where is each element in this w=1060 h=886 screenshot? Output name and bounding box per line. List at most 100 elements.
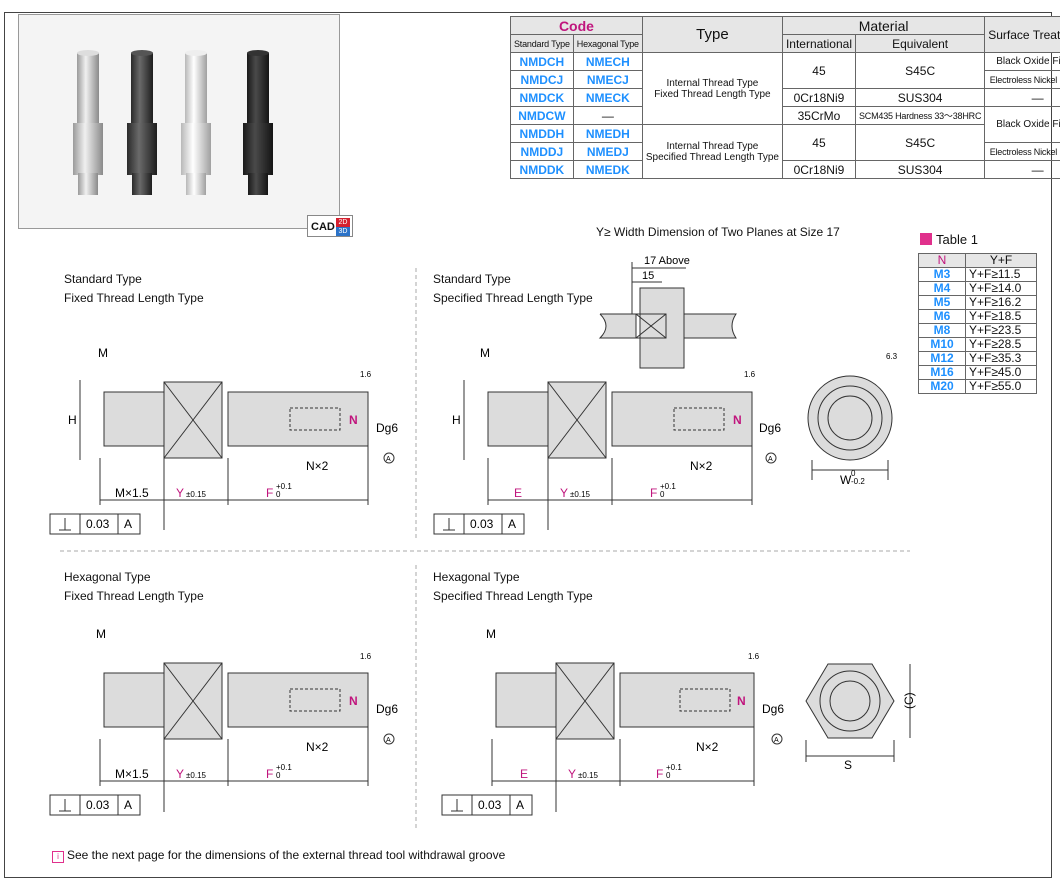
datum-circle: [383, 452, 395, 464]
label-tolerance-datum: A: [124, 517, 132, 531]
label-datum: A: [386, 737, 391, 744]
material-header: Material: [781, 16, 986, 35]
label-dg6: Dg6: [376, 702, 398, 716]
label-tolerance: 0.03: [86, 798, 110, 812]
label-tolerance-datum: A: [516, 798, 524, 812]
label-nx2: N×2: [690, 459, 713, 473]
label-h: H: [452, 413, 461, 427]
label-datum: A: [386, 456, 391, 463]
label-roughness: 1.6: [360, 370, 372, 379]
label-y: Y: [176, 767, 184, 781]
label-c: (C): [902, 692, 916, 709]
surface-treatment: Black Oxide Finish: [984, 106, 1060, 143]
label-f-tol-up: +0.1: [276, 763, 292, 772]
label-datum: A: [774, 737, 779, 744]
label-mx15: M×1.5: [115, 767, 149, 781]
label-y-tol: ±0.15: [578, 771, 599, 780]
table1-n: M3: [918, 267, 966, 282]
datum-circle: [771, 733, 783, 745]
tolerance-frame: [433, 513, 525, 535]
end-view-round: [807, 375, 893, 480]
cad-badge[interactable]: CAD 2D 3D: [307, 215, 353, 237]
label-h: H: [68, 413, 77, 427]
width-note: Y≥ Width Dimension of Two Planes at Size…: [596, 225, 840, 239]
code-hex[interactable]: NMECH: [572, 52, 643, 71]
code-hex[interactable]: NMEDK: [572, 160, 643, 179]
end-view-hexagon: [805, 663, 911, 762]
label-tolerance-datum: A: [124, 798, 132, 812]
label-f-tol-up: +0.1: [276, 482, 292, 491]
label-nx2: N×2: [306, 459, 329, 473]
label-f: F: [656, 767, 663, 781]
table1-value: Y+F≥45.0: [965, 365, 1037, 380]
label-y: Y: [568, 767, 576, 781]
label-f-tol-up: +0.1: [666, 763, 682, 772]
label-tolerance-datum: A: [508, 517, 516, 531]
label-datum: A: [768, 456, 773, 463]
footnote-text: See the next page for the dimensions of …: [67, 848, 506, 862]
tolerance-frame: [441, 794, 533, 816]
code-std[interactable]: NMDDK: [510, 160, 574, 179]
code-std[interactable]: NMDCJ: [510, 70, 574, 89]
code-hex[interactable]: NMECJ: [572, 70, 643, 89]
label-s: S: [844, 758, 852, 772]
table1-title: Table 1: [920, 232, 978, 247]
label-y-tol: ±0.15: [570, 490, 591, 499]
label-m: M: [486, 627, 496, 641]
page-frame: [4, 12, 1052, 878]
material-intl: 35CrMo: [781, 106, 856, 125]
part-standard-fixed: [79, 380, 369, 530]
label-tolerance: 0.03: [478, 798, 502, 812]
label-15: 15: [642, 270, 654, 282]
drawing-subtitle: Specified Thread Length Type: [433, 589, 593, 603]
international-header: International: [781, 34, 856, 53]
table1-n: M20: [918, 379, 966, 394]
label-roughness: 1.6: [744, 370, 756, 379]
label-m: M: [480, 346, 490, 360]
material-intl: 0Cr18Ni9: [781, 160, 856, 179]
label-roughness: 1.6: [360, 652, 372, 661]
label-f: F: [266, 767, 273, 781]
label-m: M: [98, 346, 108, 360]
label-f-tol-up: +0.1: [660, 482, 676, 491]
table1-value: Y+F≥14.0: [965, 281, 1037, 296]
material-intl: 0Cr18Ni9: [781, 88, 856, 107]
drawing-subtitle: Fixed Thread Length Type: [64, 291, 204, 305]
code-hex[interactable]: NMEDH: [572, 124, 643, 143]
code-hex[interactable]: NMECK: [572, 88, 643, 107]
material-equiv: SCM435 Hardness 33～38HRC: [854, 106, 986, 125]
label-tolerance: 0.03: [470, 517, 494, 531]
type-spec-line2: Specified Thread Length Type: [645, 151, 779, 163]
surface-treatment: —: [984, 160, 1060, 179]
detail-17-above: [598, 262, 737, 369]
table1-col-yf: Y+F: [965, 253, 1037, 268]
label-roughness: 1.6: [748, 652, 760, 661]
cad-label: CAD: [311, 221, 335, 233]
label-nx2: N×2: [696, 740, 719, 754]
label-n: N: [349, 694, 358, 708]
label-w-tol-lo: -0.2: [851, 477, 865, 486]
table1-n: M4: [918, 281, 966, 296]
table1-square-icon: [920, 233, 932, 245]
table1-value: Y+F≥35.3: [965, 351, 1037, 366]
label-17-above: 17 Above: [644, 255, 690, 267]
label-f: F: [650, 486, 657, 500]
drawing-subtitle: Fixed Thread Length Type: [64, 589, 204, 603]
label-dg6: Dg6: [759, 421, 781, 435]
datum-circle: [383, 733, 395, 745]
type-fixed-line1: Internal Thread Type: [666, 77, 759, 89]
label-f-tol-lo: 0: [276, 490, 281, 499]
type-spec-line1: Internal Thread Type: [666, 140, 759, 152]
label-y-tol: ±0.15: [186, 771, 207, 780]
drawing-title: Standard Type: [64, 272, 142, 286]
label-n: N: [733, 413, 742, 427]
table1-n: M16: [918, 365, 966, 380]
label-f: F: [266, 486, 273, 500]
label-y: Y: [176, 486, 184, 500]
drawing-subtitle: Specified Thread Length Type: [433, 291, 593, 305]
label-w: W: [840, 473, 852, 487]
type-fixed-line2: Fixed Thread Length Type: [654, 88, 771, 100]
label-dg6: Dg6: [762, 702, 784, 716]
part-standard-specified: [463, 380, 753, 530]
label-f-tol-lo: 0: [660, 490, 665, 499]
